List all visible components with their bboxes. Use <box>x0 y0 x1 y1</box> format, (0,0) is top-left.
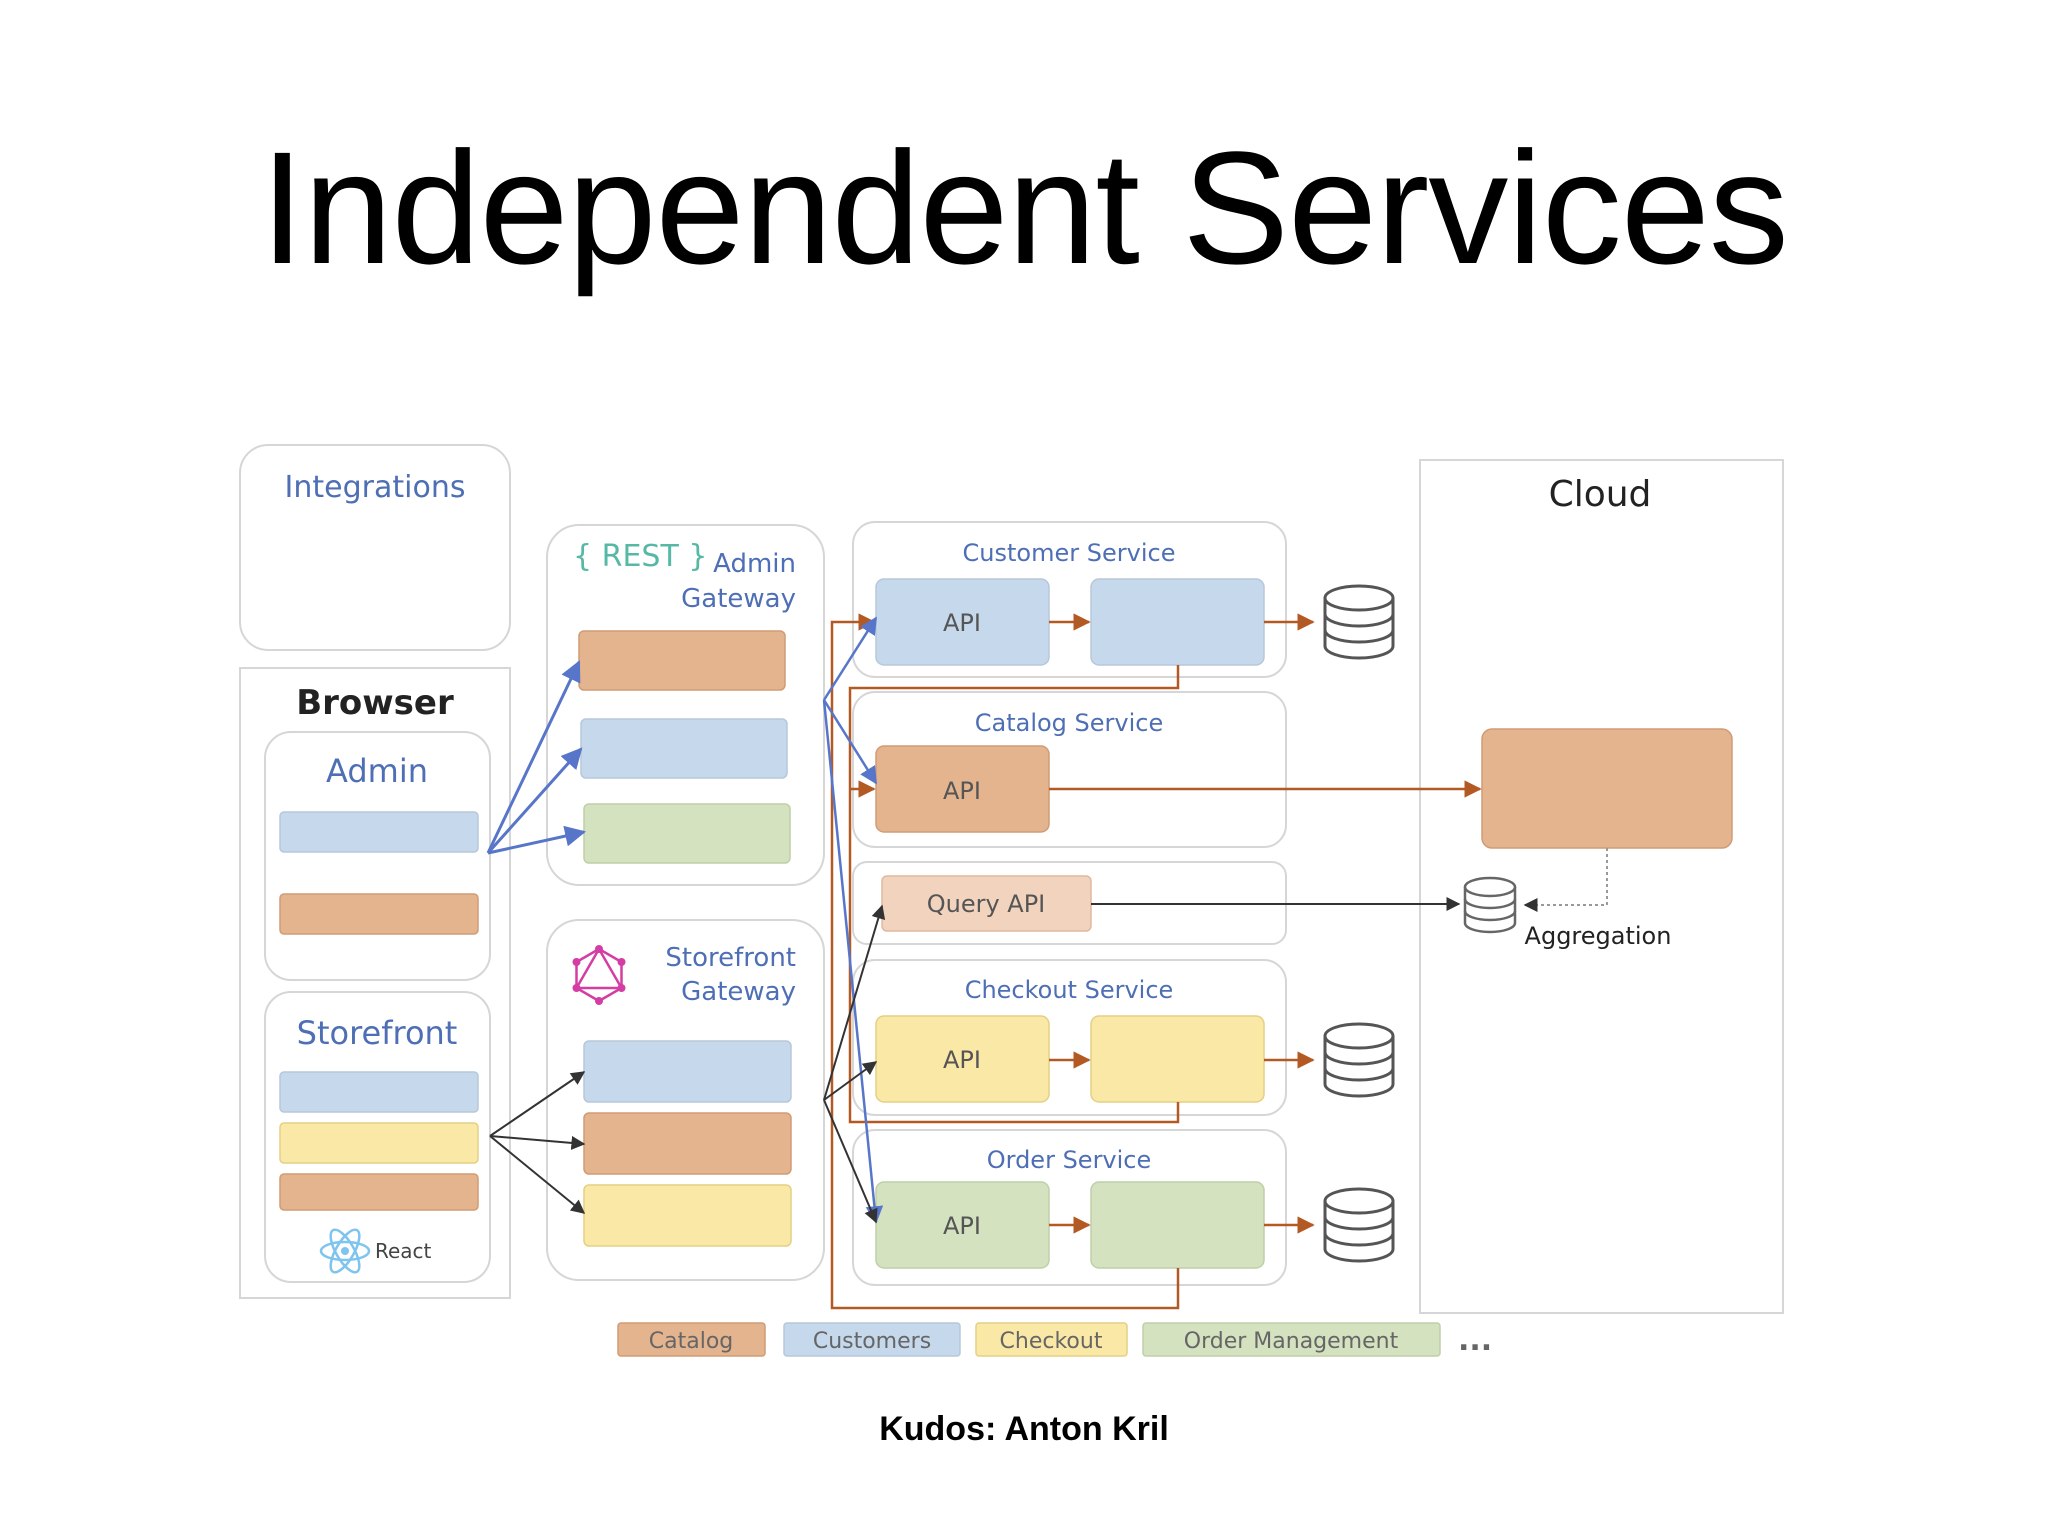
legend-more-label: ... <box>1458 1323 1492 1358</box>
checkout-db-icon <box>1323 1022 1395 1098</box>
storefront-customers-module <box>279 1071 479 1113</box>
admin-gateway-catalog-module <box>578 630 786 691</box>
customer-api-label: API <box>943 609 981 637</box>
legend-checkout-swatch <box>975 1322 1128 1357</box>
integrations-label: Integrations <box>285 470 466 505</box>
admin-gateway-order-module <box>583 803 791 864</box>
storefront-gateway-customers-module <box>583 1040 792 1103</box>
checkout-api-label: API <box>943 1046 981 1074</box>
aggregation-dotted-arrow <box>1523 848 1608 912</box>
storefront-gateway-panel: Storefront Gateway <box>546 919 825 1281</box>
aggregation-db-icon <box>1463 876 1517 934</box>
storefront-gateway-label-2: Gateway <box>681 977 796 1007</box>
browser-label: Browser <box>296 683 454 723</box>
credit-text: Kudos: Anton Kril <box>879 1410 1169 1448</box>
customer-db-icon <box>1323 584 1395 660</box>
legend-customers-label: Customers <box>813 1329 931 1354</box>
admin-catalog-module <box>279 893 479 935</box>
order-service-label: Order Service <box>987 1146 1152 1174</box>
admin-gateway-label-2: Gateway <box>681 584 796 614</box>
storefront-catalog-module <box>279 1173 479 1211</box>
aggregation-label: Aggregation <box>1525 922 1672 950</box>
orange-connectors <box>830 613 1482 1310</box>
slide-title: Independent Services <box>260 118 1789 297</box>
cloud-label: Cloud <box>1549 474 1652 515</box>
legend-customers-swatch <box>783 1322 961 1357</box>
react-label: React <box>375 1239 432 1263</box>
customer-logic-box <box>1090 578 1265 666</box>
admin-to-gateway-arrows <box>486 660 587 855</box>
order-logic-box <box>1090 1181 1265 1269</box>
storefront-to-gateway-arrows <box>489 1071 586 1214</box>
cloud-catalog-box <box>1481 728 1733 849</box>
storefront-gateway-catalog-module <box>583 1112 792 1175</box>
storefront-gateway-checkout-module <box>583 1184 792 1247</box>
catalog-service-label: Catalog Service <box>975 709 1164 737</box>
storefront-label: Storefront <box>297 1014 458 1052</box>
rest-logo: { REST } <box>573 539 707 574</box>
checkout-service-label: Checkout Service <box>965 976 1174 1004</box>
order-db-icon <box>1323 1187 1395 1263</box>
query-api-panel: Query API <box>852 861 1287 945</box>
storefront-gateway-label-1: Storefront <box>665 943 796 973</box>
legend-checkout-label: Checkout <box>1000 1329 1103 1354</box>
legend: Catalog Customers Checkout Order Managem… <box>617 1322 1492 1358</box>
legend-catalog-label: Catalog <box>649 1329 734 1354</box>
admin-gateway-panel: { REST } Admin Gateway <box>546 524 825 886</box>
order-api-label: API <box>943 1212 981 1240</box>
catalog-service-panel: Catalog Service API <box>852 691 1287 848</box>
customer-service-panel: Customer Service API <box>852 521 1287 678</box>
checkout-logic-box <box>1090 1015 1265 1103</box>
legend-catalog-swatch <box>617 1322 766 1357</box>
order-service-panel: Order Service API <box>852 1129 1287 1286</box>
admin-label: Admin <box>326 752 428 790</box>
customer-service-label: Customer Service <box>963 539 1176 567</box>
query-api-label: Query API <box>927 890 1046 918</box>
admin-gateway-customers-module <box>580 718 788 779</box>
graphql-icon <box>572 945 626 1005</box>
legend-order-management-swatch <box>1142 1322 1441 1357</box>
integrations-panel: Integrations <box>239 444 511 651</box>
catalog-api-label: API <box>943 777 981 805</box>
legend-order-management-label: Order Management <box>1184 1329 1399 1354</box>
gateway-to-services-blue-arrows <box>822 616 884 1224</box>
storefront-gateway-to-services-arrows <box>823 904 886 1224</box>
react-icon <box>319 1228 371 1274</box>
storefront-checkout-module <box>279 1122 479 1164</box>
checkout-service-panel: Checkout Service API <box>852 959 1287 1116</box>
browser-panel: Browser Admin Storefront React <box>239 667 511 1299</box>
cloud-panel: Cloud Aggregation <box>1419 459 1784 1314</box>
admin-customers-module <box>279 811 479 853</box>
admin-gateway-label-1: Admin <box>713 549 796 579</box>
